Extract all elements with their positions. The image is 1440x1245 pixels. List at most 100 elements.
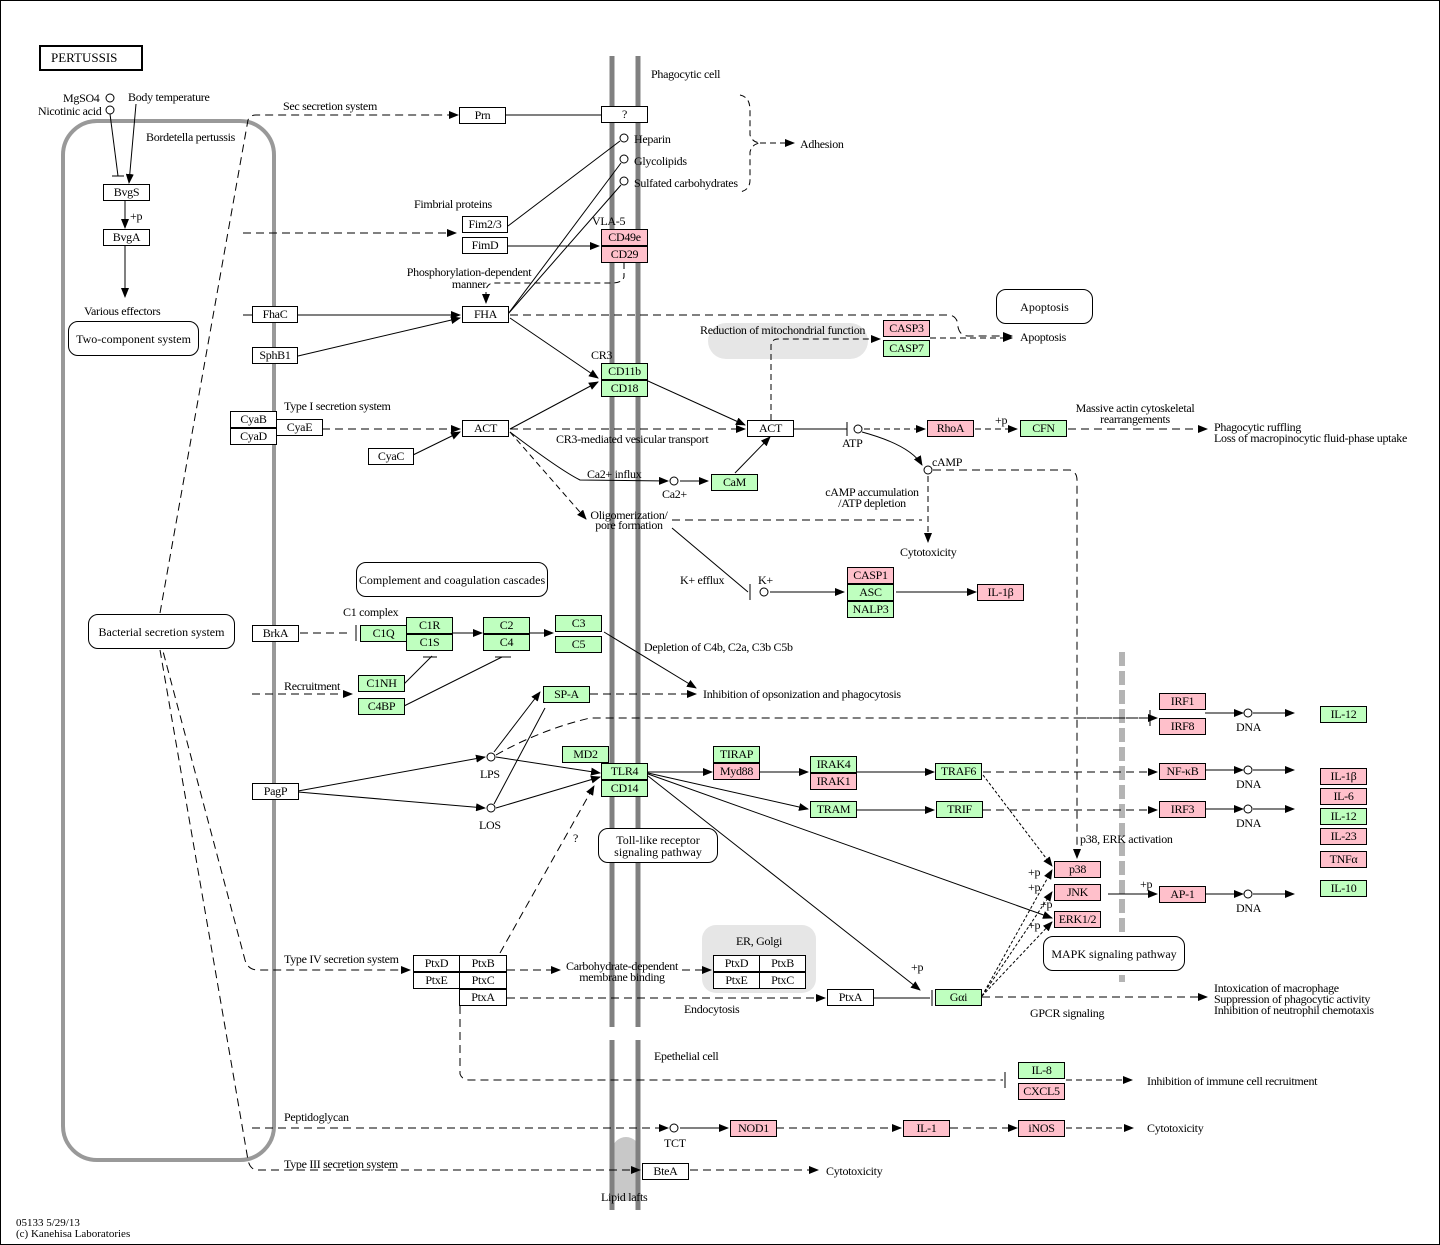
gene-myd88[interactable]: Myd88 [713,763,760,780]
gene-traf6[interactable]: TRAF6 [935,763,982,780]
map-bacterial-secretion[interactable]: Bacterial secretion system [88,614,235,649]
gene-ptxd-er[interactable]: PtxD [713,955,760,972]
gene-casp1[interactable]: CASP1 [847,567,894,584]
depletion-label: Depletion of C4b, C2a, C3b C5b [644,640,793,654]
gene-fimd[interactable]: FimD [462,237,508,254]
gene-casp3[interactable]: CASP3 [883,320,930,337]
map-complement[interactable]: Complement and coagulation cascades [356,562,548,597]
gene-cd18[interactable]: CD18 [601,380,648,397]
heparin-compound [619,133,629,143]
gene-nfkb[interactable]: NF-κB [1159,763,1206,780]
map-apoptosis[interactable]: Apoptosis [996,289,1093,324]
gene-irak1[interactable]: IRAK1 [810,773,857,790]
gene-md2[interactable]: MD2 [562,746,609,763]
gene-fha[interactable]: FHA [462,306,509,323]
gene-cyac[interactable]: CyaC [368,448,414,465]
footer-id-date: 05133 5/29/13 [16,1217,80,1229]
vla5-label: VLA-5 [592,214,626,228]
gene-pagp[interactable]: PagP [252,783,299,800]
gene-c1r[interactable]: C1R [406,617,453,634]
gene-spa[interactable]: SP-A [543,686,590,703]
gene-act[interactable]: ACT [462,420,509,437]
gene-brka[interactable]: BrkA [252,625,299,642]
gene-cyab[interactable]: CyaB [230,411,277,428]
gene-tirap[interactable]: TIRAP [713,746,760,763]
gene-tnfa[interactable]: TNFα [1320,851,1367,868]
gene-c4[interactable]: C4 [483,634,530,651]
gene-asc[interactable]: ASC [847,584,894,601]
gene-sphb1[interactable]: SphB1 [252,347,298,364]
fimbrial-label: Fimbrial proteins [414,197,492,211]
gene-ap1[interactable]: AP-1 [1159,886,1206,903]
plus-p-label: +p [995,413,1008,427]
gene-nod1[interactable]: NOD1 [730,1120,777,1137]
gene-ptxe-er[interactable]: PtxE [713,972,760,989]
footer-copyright: (c) Kanehisa Laboratories [16,1228,131,1240]
gene-btea[interactable]: BteA [642,1163,689,1180]
gene-c4bp[interactable]: C4BP [358,698,405,715]
gene-nalp3[interactable]: NALP3 [847,601,894,618]
gene-il12-b[interactable]: IL-12 [1320,808,1367,825]
gene-il1[interactable]: IL-1 [903,1120,950,1137]
gene-c1s[interactable]: C1S [406,634,453,651]
gene-bvga[interactable]: BvgA [103,229,150,246]
gene-unknown[interactable]: ? [601,106,648,123]
cr3-vesicular-label: CR3-mediated vesicular transport [556,432,709,446]
gene-prn[interactable]: Prn [459,107,506,124]
gene-rhoa[interactable]: RhoA [927,420,974,437]
gene-gai[interactable]: Gαi [935,989,982,1006]
gene-jnk[interactable]: JNK [1054,884,1101,901]
gene-cd14[interactable]: CD14 [601,780,648,797]
dna-label: DNA [1236,816,1262,830]
gene-p38[interactable]: p38 [1054,861,1101,878]
gene-irak4[interactable]: IRAK4 [810,756,857,773]
gene-inos[interactable]: iNOS [1018,1120,1065,1137]
map-tlr-line1: Toll-like receptor [616,832,700,847]
gene-bvgs[interactable]: BvgS [103,184,150,201]
gene-ptxd[interactable]: PtxD [413,955,460,972]
gene-cd29[interactable]: CD29 [601,246,648,263]
gene-il12[interactable]: IL-12 [1320,706,1367,723]
map-two-component[interactable]: Two-component system [68,321,199,356]
gene-il1b[interactable]: IL-1β [977,584,1024,601]
gene-c3[interactable]: C3 [555,615,602,632]
gene-il6[interactable]: IL-6 [1320,788,1367,805]
gene-cam[interactable]: CaM [711,474,758,491]
gene-tram[interactable]: TRAM [810,801,857,818]
gene-ptxb[interactable]: PtxB [459,955,507,972]
gene-il1b-out[interactable]: IL-1β [1320,768,1367,785]
glycolipids-label: Glycolipids [634,154,687,168]
gene-ptxa-host[interactable]: PtxA [827,989,874,1006]
gene-irf3[interactable]: IRF3 [1159,801,1206,818]
gene-act-host[interactable]: ACT [747,420,794,437]
gene-irf1[interactable]: IRF1 [1159,693,1206,710]
gene-cd49e[interactable]: CD49e [601,229,648,246]
gene-casp7[interactable]: CASP7 [883,340,930,357]
gene-ptxb-er[interactable]: PtxB [759,955,806,972]
gene-c1q[interactable]: C1Q [360,625,407,642]
gene-c2[interactable]: C2 [483,617,530,634]
gene-cfn[interactable]: CFN [1020,420,1067,437]
gene-ptxe[interactable]: PtxE [413,972,460,989]
gene-ptxc-er[interactable]: PtxC [759,972,806,989]
gene-fim23[interactable]: Fim2/3 [462,216,508,233]
gene-cyad[interactable]: CyaD [230,428,277,445]
gene-ptxa[interactable]: PtxA [459,989,507,1006]
gene-c1nh[interactable]: C1NH [358,675,405,692]
gene-c5[interactable]: C5 [555,636,602,653]
gene-il8[interactable]: IL-8 [1018,1062,1065,1079]
gene-tlr4[interactable]: TLR4 [601,763,648,780]
gene-cyae[interactable]: CyaE [276,419,323,436]
gene-irf8[interactable]: IRF8 [1159,718,1206,735]
gene-cxcl5[interactable]: CXCL5 [1018,1083,1065,1100]
atp-label: ATP [842,436,863,450]
gene-cd11b[interactable]: CD11b [601,363,648,380]
gene-il10[interactable]: IL-10 [1320,880,1367,897]
map-tlr[interactable]: Toll-like receptor signaling pathway [598,828,718,863]
gene-erk[interactable]: ERK1/2 [1054,911,1101,928]
gene-fhac[interactable]: FhaC [252,306,298,323]
gene-trif[interactable]: TRIF [936,801,983,818]
gene-il23[interactable]: IL-23 [1320,828,1367,845]
map-mapk[interactable]: MAPK signaling pathway [1043,936,1185,971]
gene-ptxc[interactable]: PtxC [459,972,507,989]
